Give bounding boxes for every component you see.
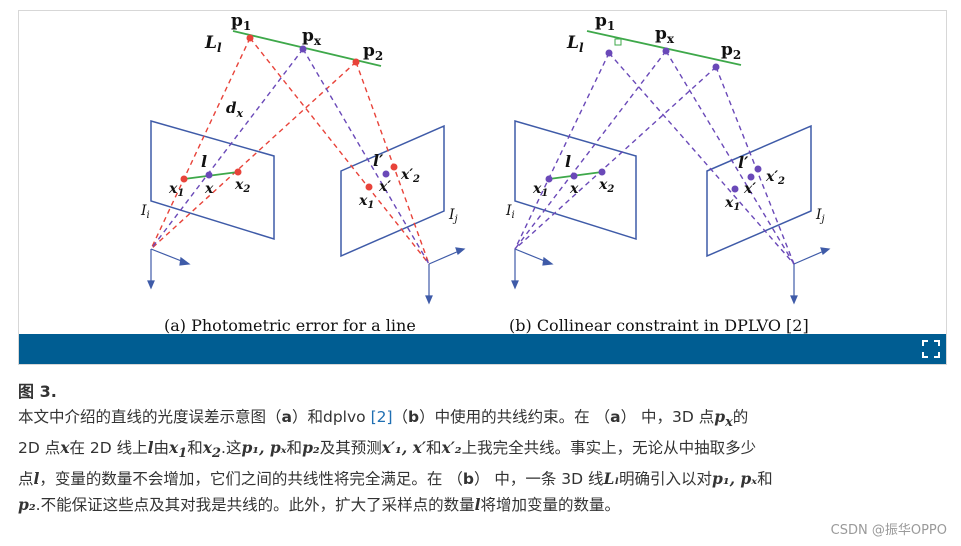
svg-text:x′: x′	[378, 179, 391, 195]
svg-text:Ij: Ij	[815, 207, 825, 225]
svg-text:x2: x2	[234, 177, 250, 195]
caption-body: 本文中介绍的直线的光度误差示意图（a）和dplvo [2]（b）中使用的共线约束…	[18, 407, 773, 515]
svg-text:x1: x1	[358, 193, 374, 211]
panel-b: Ll p1 px p2 l x1 x x2 l′ x′2 x′ x1 Ii Ij…	[505, 11, 831, 335]
svg-text:p2: p2	[721, 40, 741, 62]
svg-text:x2: x2	[598, 177, 614, 195]
svg-text:Ii: Ii	[505, 203, 515, 221]
panel-a-caption: (a) Photometric error for a line	[164, 316, 416, 335]
svg-text:x1: x1	[168, 181, 184, 199]
watermark: CSDN @振华OPPO	[830, 523, 947, 538]
figure-diagram: Ll p1 px p2 dx l x1 x x2 l′ x′2 x′ x1 Ii…	[140, 11, 831, 335]
image-plane-j	[340, 124, 445, 258]
svg-text:px: px	[302, 26, 322, 48]
expand-icon[interactable]	[922, 340, 940, 358]
figure-caption: 图 3. 本文中介绍的直线的光度误差示意图（a）和dplvo [2]（b）中使用…	[18, 378, 953, 518]
svg-text:Ll: Ll	[566, 33, 584, 55]
svg-text:x: x	[569, 181, 579, 197]
svg-text:p1: p1	[231, 11, 251, 33]
svg-text:l: l	[201, 152, 207, 171]
svg-text:x1: x1	[532, 181, 548, 199]
image-plane-i	[150, 120, 275, 241]
svg-text:x′2: x′2	[765, 169, 785, 187]
svg-text:x′: x′	[743, 181, 756, 197]
reference-link[interactable]: [2]	[370, 408, 393, 426]
svg-text:Ij: Ij	[448, 207, 458, 225]
camera-j-axes	[425, 247, 466, 305]
svg-text:Ii: Ii	[140, 203, 150, 221]
svg-text:p2: p2	[363, 41, 383, 63]
svg-text:Ll: Ll	[204, 33, 222, 55]
svg-text:px: px	[655, 24, 675, 46]
panel-a: Ll p1 px p2 dx l x1 x x2 l′ x′2 x′ x1 Ii…	[140, 11, 466, 335]
svg-text:l: l	[565, 152, 571, 171]
figure-label: 图 3.	[18, 382, 57, 401]
svg-text:l′: l′	[373, 151, 384, 170]
svg-text:x1: x1	[724, 195, 740, 213]
svg-text:x: x	[204, 181, 214, 197]
camera-i-axes	[147, 248, 191, 290]
svg-text:dx: dx	[226, 99, 244, 120]
svg-text:p1: p1	[595, 11, 615, 33]
svg-text:l′: l′	[738, 153, 749, 172]
figure-frame: Ll p1 px p2 dx l x1 x x2 l′ x′2 x′ x1 Ii…	[18, 10, 947, 365]
svg-text:x′2: x′2	[400, 167, 420, 185]
figure-toolbar	[19, 334, 946, 364]
panel-b-caption: (b) Collinear constraint in DPLVO [2]	[509, 316, 809, 335]
